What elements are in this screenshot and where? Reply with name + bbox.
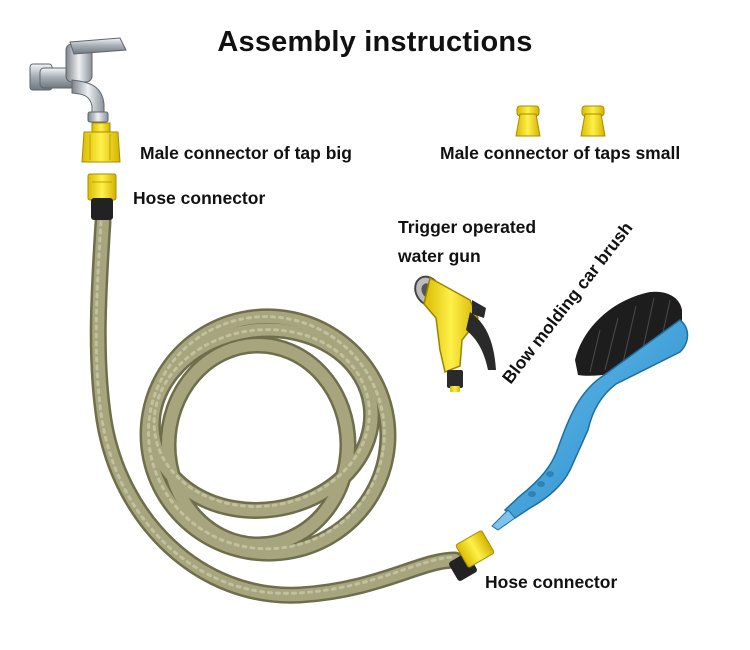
tap-connector-icon — [81, 122, 121, 163]
car-brush-icon — [491, 291, 689, 531]
label-water-gun-line2: water gun — [398, 246, 481, 266]
label-hose-connector-bottom: Hose connector — [485, 572, 618, 592]
page-title: Assembly instructions — [217, 26, 533, 58]
water-gun-icon — [414, 275, 496, 392]
tap-connector-icon — [515, 105, 606, 137]
label-hose-connector-top: Hose connector — [133, 188, 266, 208]
label-water-gun-line1: Trigger operated — [398, 217, 537, 237]
label-tap-connectors-small: Male connector of taps small — [440, 143, 681, 163]
label-tap-connector-big: Male connector of tap big — [140, 143, 352, 163]
garden-hose-icon — [89, 213, 464, 604]
hose-connector-icon — [87, 173, 117, 220]
faucet-icon — [29, 37, 127, 123]
hose-connector-icon — [449, 530, 495, 581]
